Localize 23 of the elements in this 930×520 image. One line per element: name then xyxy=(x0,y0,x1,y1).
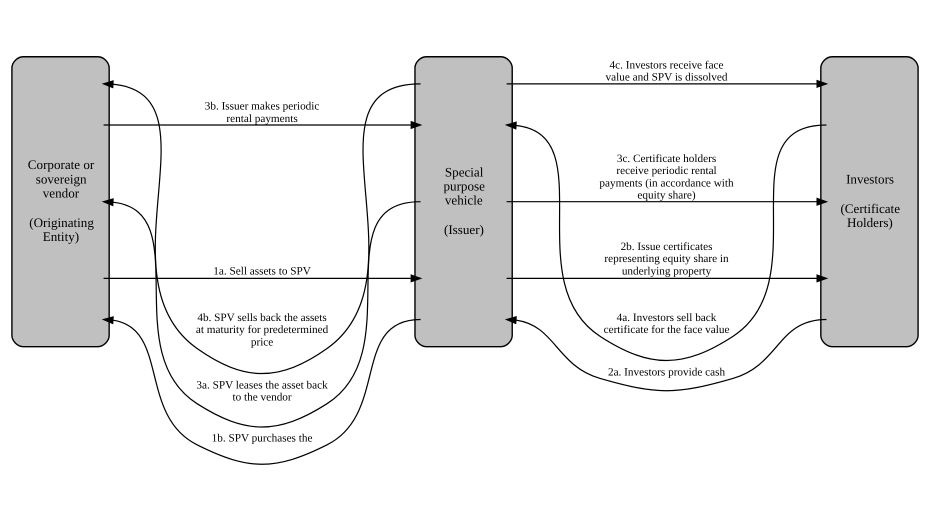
edge-label: 4b. SPV sells back the assets at maturity for predetermined price xyxy=(196,312,328,348)
arrow xyxy=(504,316,826,391)
edge-label: 4c. Investors receive face value and SPV is dissolved xyxy=(606,59,728,84)
edge-label: 2b. Issue certificates representing equity share in underlying property xyxy=(604,240,729,277)
arrow xyxy=(506,274,828,282)
edge-label: 3c. Certificate holders receive periodic rental payments (in accordance with equity share) xyxy=(599,152,734,202)
node-box: Corporate or sovereign vendor (Originating Entity) xyxy=(11,56,110,347)
edge-label: 1a. Sell assets to SPV xyxy=(213,264,311,277)
edge-label: 2a. Investors provide cash xyxy=(608,366,726,378)
arrow xyxy=(506,79,828,88)
node-box: Investors (Certificate Holders) xyxy=(820,56,919,347)
arrow xyxy=(104,274,422,282)
arrow xyxy=(102,80,421,374)
arrow xyxy=(102,198,421,428)
edge-label: 3a. SPV leases the asset back to the vendor xyxy=(196,378,328,404)
node-box: Special purpose vehicle (Issuer) xyxy=(414,56,513,347)
edge-label: 1b. SPV purchases the xyxy=(212,432,312,444)
arrow xyxy=(104,120,422,129)
arrow xyxy=(504,120,827,361)
edge-label: 4a. Investors sell back certificate for the face value xyxy=(604,312,730,336)
arrow xyxy=(506,197,828,206)
arrow xyxy=(102,316,421,464)
edge-label: 3b. Issuer makes periodic rental payments xyxy=(204,100,320,124)
